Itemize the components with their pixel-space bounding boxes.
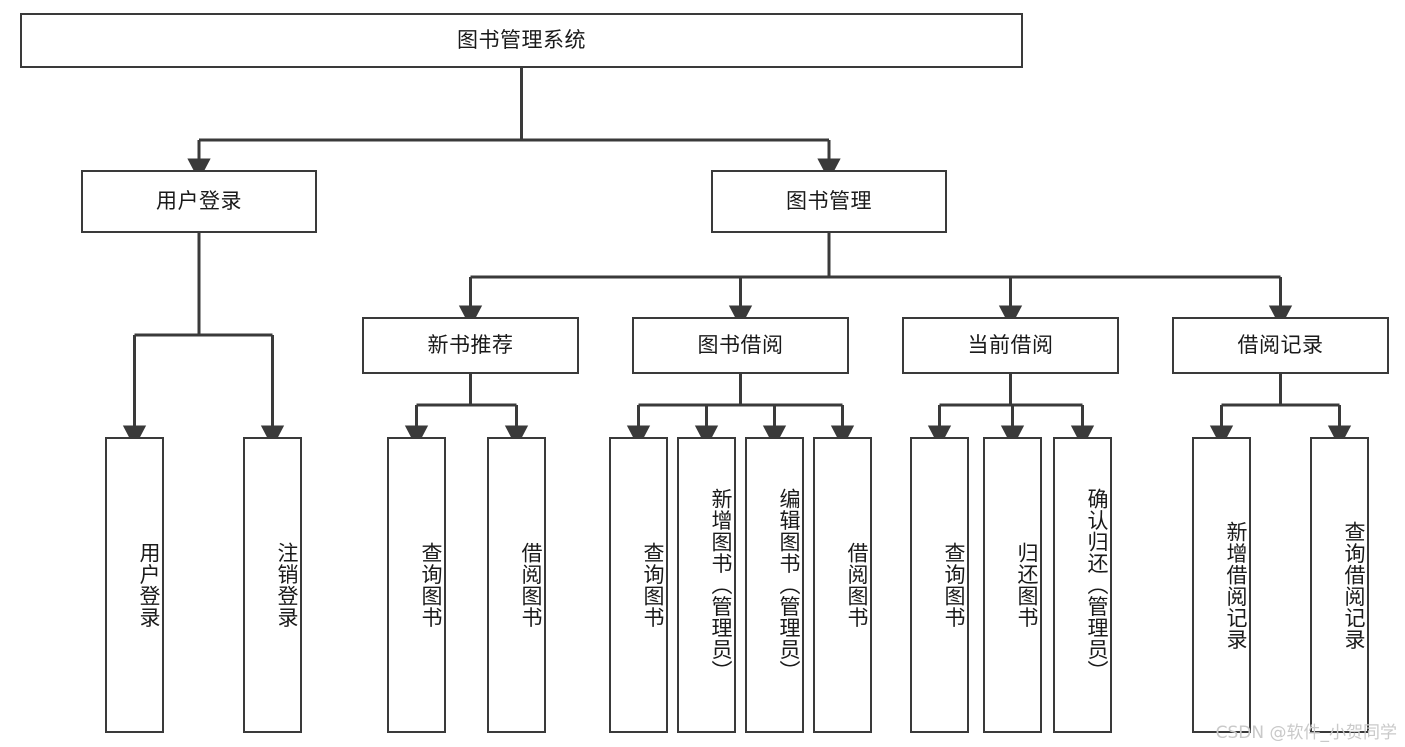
node-leaf-rec-add[interactable]: 新增借阅记录 xyxy=(1192,437,1251,733)
node-label: 查询图书 xyxy=(942,542,966,628)
node-label: 新书推荐 xyxy=(427,332,514,357)
node-label: 注销登录 xyxy=(275,542,299,628)
node-label: 确认归还（管理员） xyxy=(1085,488,1109,682)
node-leaf-logout[interactable]: 注销登录 xyxy=(243,437,302,733)
node-leaf-user-login[interactable]: 用户登录 xyxy=(105,437,164,733)
node-label: 编辑图书（管理员） xyxy=(777,488,801,682)
node-label: 借阅图书 xyxy=(519,542,543,628)
node-leaf-rec-query[interactable]: 查询图书 xyxy=(387,437,446,733)
node-leaf-cur-return[interactable]: 归还图书 xyxy=(983,437,1042,733)
node-leaf-book-borrow[interactable]: 借阅图书 xyxy=(813,437,872,733)
node-leaf-rec-search[interactable]: 查询借阅记录 xyxy=(1310,437,1369,733)
node-root[interactable]: 图书管理系统 xyxy=(20,13,1023,68)
node-label: 借阅图书 xyxy=(845,542,869,628)
node-label: 用户登录 xyxy=(156,188,242,213)
node-label: 图书借阅 xyxy=(697,332,784,357)
node-leaf-book-edit[interactable]: 编辑图书（管理员） xyxy=(745,437,804,733)
node-label: 归还图书 xyxy=(1015,542,1039,628)
node-current-borrow[interactable]: 当前借阅 xyxy=(902,317,1119,374)
node-leaf-book-add[interactable]: 新增图书（管理员） xyxy=(677,437,736,733)
node-label: 查询图书 xyxy=(419,542,443,628)
node-label: 用户登录 xyxy=(137,542,161,628)
node-user-login[interactable]: 用户登录 xyxy=(81,170,317,233)
node-label: 新增借阅记录 xyxy=(1224,520,1248,650)
node-label: 图书管理系统 xyxy=(457,27,586,52)
node-borrow-record[interactable]: 借阅记录 xyxy=(1172,317,1389,374)
node-new-book-rec[interactable]: 新书推荐 xyxy=(362,317,579,374)
node-label: 当前借阅 xyxy=(967,332,1054,357)
node-label: 查询借阅记录 xyxy=(1342,520,1366,650)
node-label: 图书管理 xyxy=(786,188,872,213)
node-book-manage[interactable]: 图书管理 xyxy=(711,170,947,233)
node-book-borrow[interactable]: 图书借阅 xyxy=(632,317,849,374)
node-label: 查询图书 xyxy=(641,542,665,628)
node-leaf-cur-confirm[interactable]: 确认归还（管理员） xyxy=(1053,437,1112,733)
node-label: 借阅记录 xyxy=(1237,332,1324,357)
watermark-label: CSDN @软件_小贺同学 xyxy=(1215,723,1397,743)
node-label: 新增图书（管理员） xyxy=(709,488,733,682)
edges-group xyxy=(122,68,1352,448)
node-leaf-borrow-query[interactable]: 查询图书 xyxy=(609,437,668,733)
node-leaf-cur-query[interactable]: 查询图书 xyxy=(910,437,969,733)
node-leaf-rec-borrow[interactable]: 借阅图书 xyxy=(487,437,546,733)
